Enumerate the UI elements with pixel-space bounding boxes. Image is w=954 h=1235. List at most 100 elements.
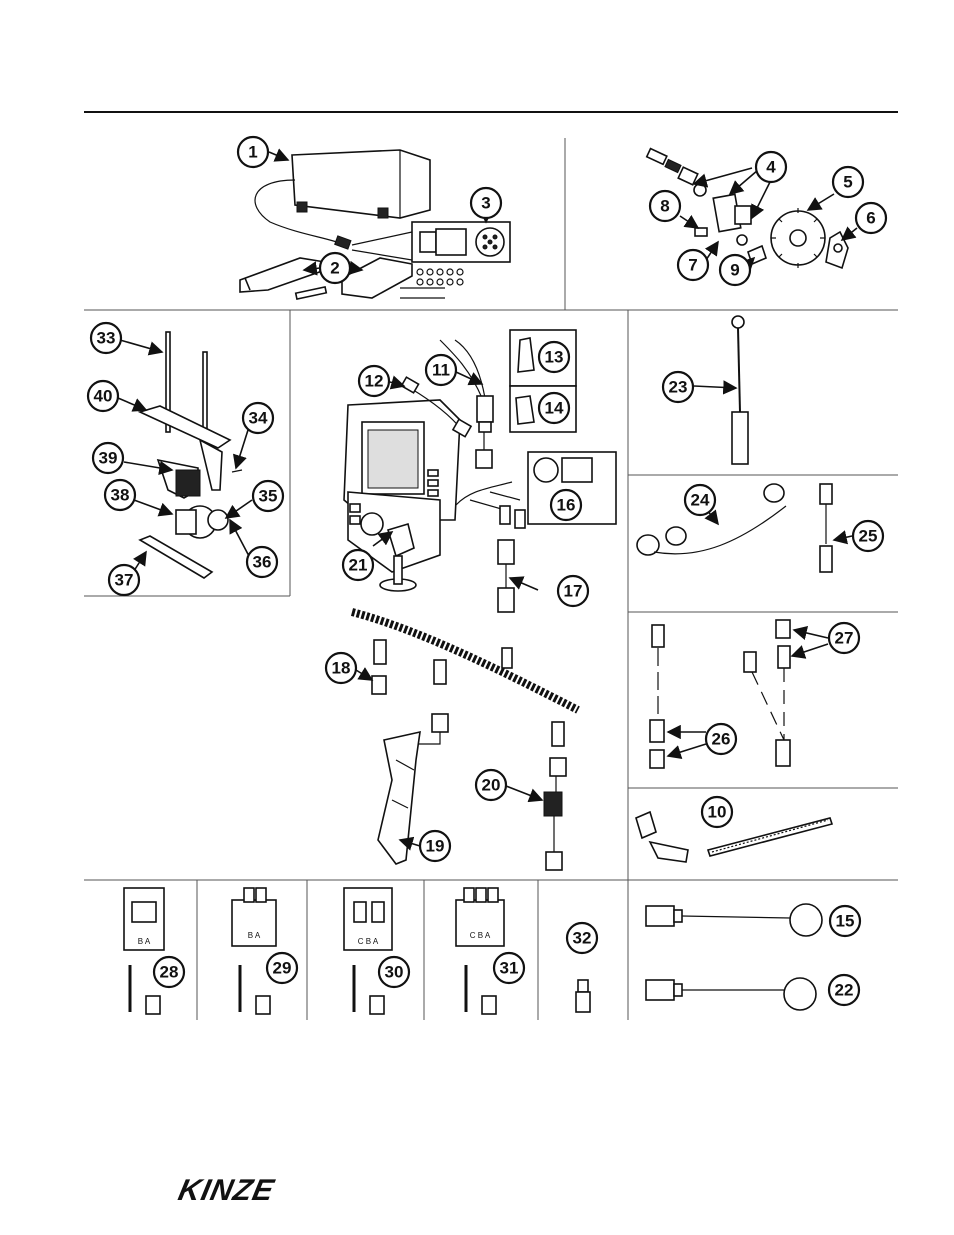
svg-text:31: 31 [500,959,519,978]
callout-38: 38 [105,480,135,510]
svg-text:11: 11 [432,361,450,380]
svg-text:28: 28 [160,963,179,982]
callout-35: 35 [253,481,283,511]
svg-text:17: 17 [564,582,583,601]
svg-text:21: 21 [349,556,368,575]
svg-text:40: 40 [94,387,113,406]
svg-text:27: 27 [835,629,854,648]
svg-text:38: 38 [111,486,130,505]
callout-36: 36 [247,547,277,577]
callout-22: 22 [829,975,859,1005]
svg-text:23: 23 [669,378,688,397]
connector-31-icon [456,888,504,1014]
callout-2: 2 [320,253,350,283]
mounting-assembly-icon [140,332,242,578]
callout-7: 7 [678,250,708,280]
callout-9: 9 [720,255,750,285]
svg-text:19: 19 [426,837,445,856]
callout-25: 25 [853,521,883,551]
kinze-logo: KINZE [175,1174,277,1207]
svg-text:15: 15 [836,912,855,931]
svg-text:10: 10 [708,803,727,822]
svg-text:26: 26 [712,730,731,749]
svg-text:32: 32 [573,929,592,948]
callout-11: 11 [426,355,456,385]
svg-text:35: 35 [259,487,278,506]
callout-1: 1 [238,137,268,167]
terminator-15-icon [646,904,822,936]
svg-text:5: 5 [843,173,852,192]
svg-text:34: 34 [249,409,268,428]
svg-text:8: 8 [660,197,669,216]
callout-18: 18 [326,653,356,683]
svg-text:24: 24 [691,491,710,510]
callout-15: 15 [830,906,860,936]
callout-37: 37 [109,565,139,595]
callout-14: 14 [539,393,569,423]
terminator-22-icon [646,978,816,1010]
callout-12: 12 [359,366,389,396]
connector-detail-icon [352,222,510,262]
svg-text:KINZE: KINZE [175,1174,277,1207]
connector-29-pin-label: B A [248,931,261,940]
svg-text:25: 25 [859,527,878,546]
callout-26: 26 [706,724,736,754]
callout-13: 13 [539,342,569,372]
svg-text:18: 18 [332,659,351,678]
callout-28: 28 [154,957,184,987]
callout-20: 20 [476,770,506,800]
svg-text:4: 4 [766,158,776,177]
svg-text:3: 3 [481,194,490,213]
sprocket-icon [771,208,825,268]
callout-8: 8 [650,191,680,221]
callout-21: 21 [343,550,373,580]
connector-28-pin-label: B A [138,937,151,946]
svg-text:13: 13 [545,348,564,367]
callout-17: 17 [558,576,588,606]
callout-33: 33 [91,323,121,353]
callout-29: 29 [267,953,297,983]
callout-27: 27 [829,623,859,653]
seed-tube-harness-icon [352,612,578,870]
svg-text:16: 16 [557,496,576,515]
connector-29-icon [232,888,276,1014]
callout-10: 10 [702,797,732,827]
svg-text:37: 37 [115,571,134,590]
connector-28-icon [124,888,164,1014]
callout-40: 40 [88,381,118,411]
jumper-harness-icon [637,484,832,572]
connector-30-icon [344,888,392,1014]
connector-30-pin-label: C B A [358,937,379,946]
svg-text:30: 30 [385,963,404,982]
svg-text:7: 7 [688,256,697,275]
callout-32: 32 [567,923,597,953]
svg-text:14: 14 [545,399,564,418]
bracket-icon [240,258,463,299]
connector-32-icon [576,980,590,1012]
svg-text:20: 20 [482,776,501,795]
svg-text:39: 39 [99,449,118,468]
callout-31: 31 [494,953,524,983]
callout-16: 16 [551,490,581,520]
connector-31-pin-label: C B A [470,931,491,940]
callout-23: 23 [663,372,693,402]
callout-34: 34 [243,403,273,433]
svg-text:9: 9 [730,261,739,280]
callout-19: 19 [420,831,450,861]
callout-24: 24 [685,485,715,515]
svg-text:1: 1 [248,143,257,162]
callout-30: 30 [379,957,409,987]
svg-text:33: 33 [97,329,116,348]
svg-text:12: 12 [365,372,384,391]
callout-5: 5 [833,167,863,197]
callout-6: 6 [856,203,886,233]
svg-text:6: 6 [866,209,875,228]
probe-tool-icon [732,316,748,464]
cable-tie-icon [636,812,832,862]
callout-4: 4 [756,152,786,182]
svg-text:22: 22 [835,981,854,1000]
svg-text:29: 29 [273,959,292,978]
callout-39: 39 [93,443,123,473]
svg-text:2: 2 [330,259,339,278]
